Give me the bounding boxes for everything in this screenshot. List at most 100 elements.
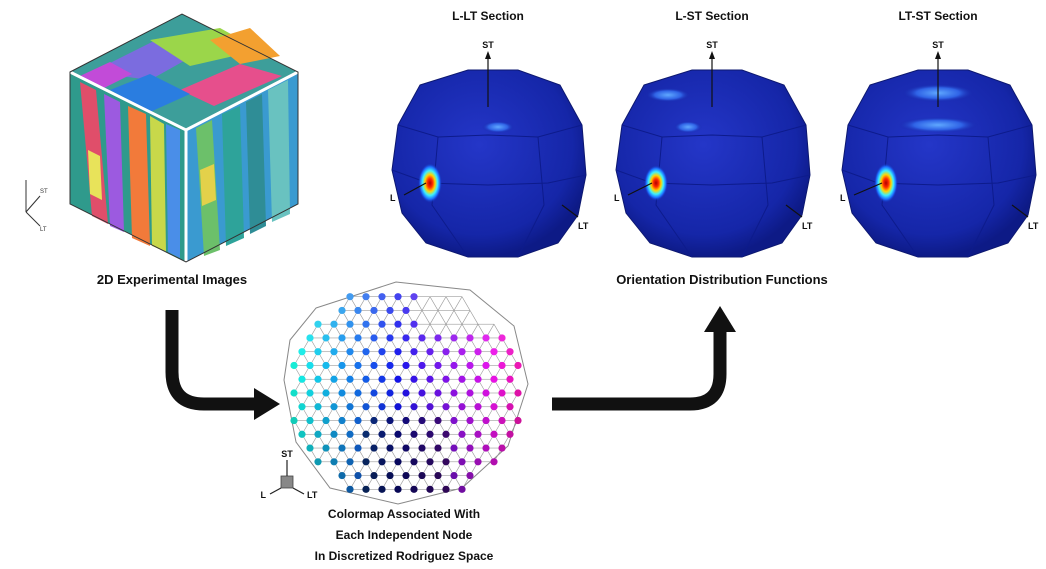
rodriguez-node [426, 430, 434, 438]
section-title: L-LT Section [452, 9, 524, 23]
rodriguez-node [418, 444, 426, 452]
rodriguez-node [298, 403, 306, 411]
rodriguez-node [338, 416, 346, 425]
rodriguez-node [346, 348, 354, 356]
rodriguez-node [418, 471, 426, 480]
rodriguez-node [386, 471, 394, 480]
rodriguez-node [394, 348, 402, 356]
rodriguez-node [418, 334, 426, 342]
rodriguez-node [458, 403, 466, 411]
rodriguez-node [426, 458, 434, 466]
rodriguez-node [442, 375, 450, 383]
rodriguez-caption-line-1: Colormap Associated With [328, 507, 480, 521]
rodriguez-node [338, 389, 346, 397]
rodriguez-node [298, 375, 306, 383]
rodriguez-node [378, 348, 386, 356]
rodriguez-node [474, 375, 482, 383]
rodriguez-node [346, 293, 354, 301]
rodriguez-node [482, 334, 490, 342]
rodriguez-node [298, 348, 306, 356]
rodriguez-node [490, 348, 498, 356]
rodriguez-node [498, 334, 506, 342]
rodriguez-node [306, 334, 314, 342]
rodriguez-node [370, 389, 378, 397]
rodriguez-node [306, 389, 314, 397]
mesh-edge [429, 310, 439, 325]
rodriguez-node [314, 375, 322, 383]
rodriguez-node [426, 375, 434, 383]
rodriguez-node [466, 361, 474, 370]
rodriguez-node [330, 430, 338, 438]
rodriguez-axis-triad: ST L LT [261, 449, 318, 500]
odf-ball-l-st: L-ST Section ST L LT [614, 9, 813, 258]
rodriguez-node [354, 389, 362, 397]
rodriguez-node [338, 444, 346, 452]
rodriguez-node [378, 320, 386, 328]
rodriguez-node [434, 444, 442, 452]
rodriguez-node [450, 416, 458, 425]
rodriguez-node [346, 458, 354, 466]
rodriguez-node [338, 361, 346, 370]
rodriguez-caption-line-3: In Discretized Rodriguez Space [315, 549, 494, 563]
rodriguez-node [306, 361, 314, 370]
rodriguez-node [410, 430, 418, 438]
microstructure-cube [69, 13, 299, 263]
rodriguez-node [402, 334, 410, 342]
rodriguez-node [450, 334, 458, 342]
rodriguez-node [370, 306, 378, 315]
rodriguez-node [370, 416, 378, 425]
rodriguez-node [450, 471, 458, 480]
rodriguez-node [442, 348, 450, 356]
rodriguez-node [466, 389, 474, 397]
rodriguez-node [474, 348, 482, 356]
rodriguez-node [362, 293, 370, 301]
rodriguez-l-label: L [261, 490, 267, 500]
rodriguez-node [394, 375, 402, 383]
rodriguez-node [330, 375, 338, 383]
rodriguez-node [506, 375, 514, 383]
rodriguez-node [482, 444, 490, 452]
rodriguez-node [410, 293, 418, 301]
rodriguez-node [442, 403, 450, 411]
rodriguez-node [322, 389, 330, 397]
rodriguez-node [410, 485, 418, 493]
rodriguez-node [450, 361, 458, 370]
rodriguez-node [386, 389, 394, 397]
rodriguez-node [402, 306, 410, 315]
rodriguez-node [370, 334, 378, 342]
rodriguez-node [330, 458, 338, 466]
rodriguez-node [474, 403, 482, 411]
rodriguez-node [450, 444, 458, 452]
rodriguez-node [506, 403, 514, 411]
cube-axis-right-label: LT [40, 227, 47, 233]
rodriguez-node [410, 375, 418, 383]
rodriguez-node [442, 458, 450, 466]
rodriguez-node [346, 320, 354, 328]
rodriguez-node [314, 458, 322, 466]
rodriguez-node [458, 430, 466, 438]
rodriguez-node [482, 361, 490, 370]
rodriguez-node [354, 471, 362, 480]
rodriguez-node [434, 334, 442, 342]
mesh-edge [421, 310, 431, 325]
rodriguez-node [354, 334, 362, 342]
rodriguez-node [458, 485, 466, 493]
rodriguez-node [322, 444, 330, 452]
rodriguez-node [394, 293, 402, 301]
arrow-cube-to-rodriguez [165, 310, 280, 420]
rodriguez-node [386, 306, 394, 315]
rodriguez-node [426, 403, 434, 411]
rodriguez-node [466, 416, 474, 425]
rodriguez-node [298, 430, 306, 438]
mesh-edge [421, 296, 431, 311]
rodriguez-node [418, 416, 426, 425]
rodriguez-node [362, 430, 370, 438]
mesh-edge [461, 296, 471, 311]
rodriguez-node [354, 444, 362, 452]
rodriguez-node [490, 403, 498, 411]
rodriguez-st-label: ST [281, 449, 293, 459]
rodriguez-node [458, 375, 466, 383]
l-axis-label: L [840, 193, 846, 203]
rodriguez-node [362, 485, 370, 493]
rodriguez-space [283, 281, 529, 505]
